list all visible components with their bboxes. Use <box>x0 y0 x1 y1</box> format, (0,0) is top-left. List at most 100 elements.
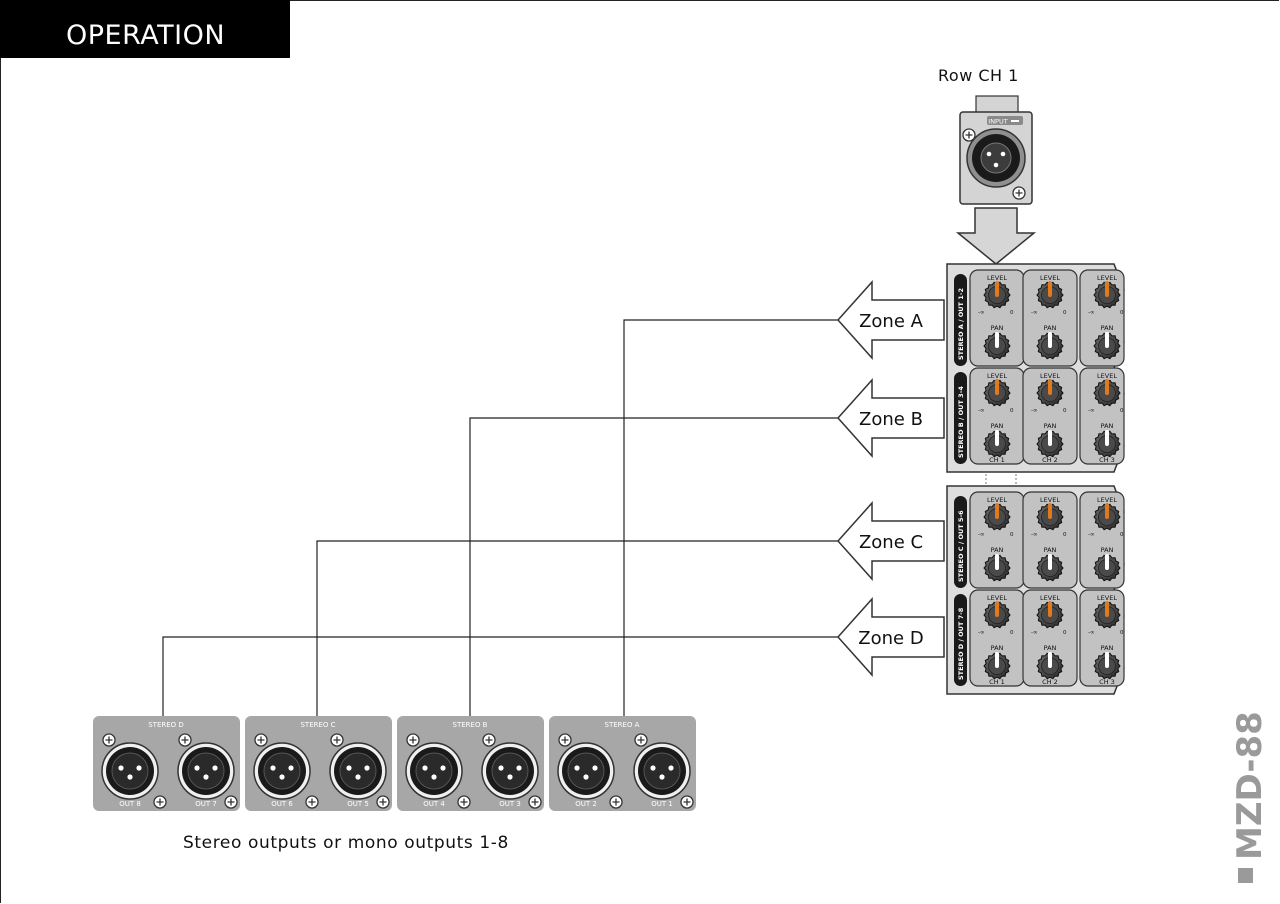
output-right-label: OUT 7 <box>195 800 217 808</box>
pan-label: PAN <box>1044 546 1057 554</box>
xlr-output-jack <box>253 742 311 800</box>
pan-label: PAN <box>1044 644 1057 652</box>
pan-knob[interactable] <box>1093 652 1121 680</box>
header-bar: OPERATION <box>0 0 290 58</box>
level-max-mark: 0 <box>1010 310 1014 316</box>
model-badge-square <box>1238 868 1253 883</box>
pan-knob[interactable] <box>983 554 1011 582</box>
xlr-output-jack <box>101 742 159 800</box>
level-min-mark: -∞ <box>1088 408 1095 414</box>
channel-label: CH 1 <box>989 678 1005 686</box>
route-line-zone-c <box>316 540 838 716</box>
pan-knob[interactable] <box>983 652 1011 680</box>
xlr-output-jack <box>481 742 539 800</box>
channel-label: CH 2 <box>1042 456 1058 464</box>
pan-label: PAN <box>1044 324 1057 332</box>
level-max-mark: 0 <box>1063 532 1067 538</box>
level-min-mark: -∞ <box>1088 532 1095 538</box>
pan-label: PAN <box>991 324 1004 332</box>
output-title: STEREO D <box>148 721 184 729</box>
pan-label: PAN <box>1101 644 1114 652</box>
pan-knob[interactable] <box>1093 554 1121 582</box>
level-label: LEVEL <box>1097 274 1117 282</box>
level-max-mark: 0 <box>1063 310 1067 316</box>
level-knob[interactable] <box>1036 601 1064 629</box>
level-max-mark: 0 <box>1120 408 1124 414</box>
xlr-output-jack <box>557 742 615 800</box>
level-min-mark: -∞ <box>978 310 985 316</box>
level-knob[interactable] <box>1093 503 1121 531</box>
xlr-output-jack <box>329 742 387 800</box>
pan-label: PAN <box>1101 324 1114 332</box>
channel-module <box>1022 367 1078 465</box>
level-label: LEVEL <box>1040 274 1060 282</box>
level-knob[interactable] <box>983 281 1011 309</box>
level-min-mark: -∞ <box>1031 532 1038 538</box>
level-max-mark: 0 <box>1120 310 1124 316</box>
level-label: LEVEL <box>1097 372 1117 380</box>
level-knob[interactable] <box>1093 281 1121 309</box>
input-down-arrow <box>955 207 1037 265</box>
level-knob[interactable] <box>1036 281 1064 309</box>
xlr-output-jack <box>633 742 691 800</box>
pan-knob[interactable] <box>1036 652 1064 680</box>
channel-module <box>1022 589 1078 687</box>
pan-label: PAN <box>991 546 1004 554</box>
level-knob[interactable] <box>1093 601 1121 629</box>
pan-knob[interactable] <box>1036 554 1064 582</box>
level-knob[interactable] <box>983 379 1011 407</box>
strip-label: STEREO C / OUT 5-6 <box>957 510 965 582</box>
pan-knob[interactable] <box>1093 430 1121 458</box>
pan-label: PAN <box>1044 422 1057 430</box>
output-left-label: OUT 6 <box>271 800 293 808</box>
screw-icon <box>558 733 572 747</box>
panel-strip: STEREO A / OUT 1-2LEVEL-∞0PANLEVEL-∞0PAN… <box>954 269 1125 367</box>
screw-icon <box>102 733 116 747</box>
zone-label: Zone C <box>859 532 923 553</box>
level-min-mark: -∞ <box>1031 408 1038 414</box>
pan-label: PAN <box>1101 422 1114 430</box>
screw-icon <box>224 795 238 809</box>
pan-knob[interactable] <box>983 332 1011 360</box>
pan-knob[interactable] <box>1036 430 1064 458</box>
input-row-label: Row CH 1 <box>938 66 1019 85</box>
screw-icon <box>1012 186 1026 200</box>
screw-icon <box>254 733 268 747</box>
level-label: LEVEL <box>1097 496 1117 504</box>
pan-knob[interactable] <box>1036 332 1064 360</box>
screw-icon <box>330 733 344 747</box>
screw-icon <box>680 795 694 809</box>
route-line-zone-d <box>162 636 838 716</box>
page-title: OPERATION <box>66 20 226 51</box>
level-knob[interactable] <box>1093 379 1121 407</box>
level-max-mark: 0 <box>1120 532 1124 538</box>
screw-icon <box>406 733 420 747</box>
zone-arrow-c: Zone C <box>836 501 945 581</box>
route-line-zone-a <box>623 319 838 716</box>
pan-knob[interactable] <box>1093 332 1121 360</box>
level-knob[interactable] <box>983 503 1011 531</box>
output-left-label: OUT 2 <box>575 800 597 808</box>
zone-arrow-a: Zone A <box>836 280 945 360</box>
level-min-mark: -∞ <box>1088 630 1095 636</box>
level-max-mark: 0 <box>1010 532 1014 538</box>
level-max-mark: 0 <box>1120 630 1124 636</box>
level-knob[interactable] <box>1036 379 1064 407</box>
output-left-label: OUT 4 <box>423 800 445 808</box>
pan-label: PAN <box>991 422 1004 430</box>
output-title: STEREO A <box>605 721 640 729</box>
level-knob[interactable] <box>1036 503 1064 531</box>
xlr-output-jack <box>405 742 463 800</box>
pan-knob[interactable] <box>983 430 1011 458</box>
screw-icon <box>178 733 192 747</box>
input-xlr-jack: INPUT <box>959 95 1033 205</box>
level-min-mark: -∞ <box>978 532 985 538</box>
panel-strip: STEREO C / OUT 5-6LEVEL-∞0PANLEVEL-∞0PAN… <box>954 491 1125 589</box>
pan-label: PAN <box>1101 546 1114 554</box>
level-knob[interactable] <box>983 601 1011 629</box>
level-max-mark: 0 <box>1010 630 1014 636</box>
screw-icon <box>457 795 471 809</box>
routing-lines <box>162 319 838 716</box>
